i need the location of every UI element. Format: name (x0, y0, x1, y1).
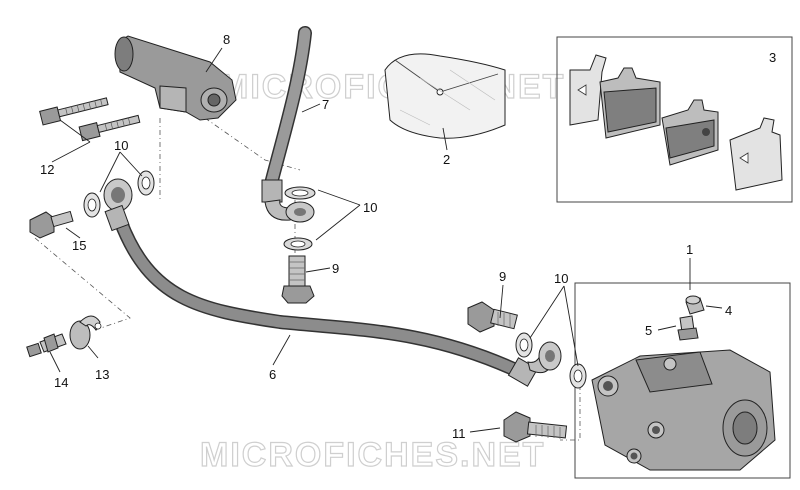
callout-12: 12 (40, 162, 54, 177)
pad-kit-box (556, 36, 793, 203)
callout-7: 7 (322, 97, 329, 112)
part-9-banjo-bolt-upper (281, 255, 315, 304)
callout-10-upper: 10 (363, 200, 377, 215)
part-2-protective-bag (384, 53, 506, 139)
callout-15: 15 (72, 238, 86, 253)
callout-14: 14 (54, 375, 68, 390)
part-10-washers-right (515, 332, 587, 389)
part-8-brake-distributor (114, 35, 237, 121)
part-12-bolts (39, 97, 141, 142)
callout-2: 2 (443, 152, 450, 167)
callout-10-right: 10 (554, 271, 568, 286)
part-6-main-brake-hose (103, 178, 562, 387)
callout-9-upper: 9 (332, 261, 339, 276)
callout-labels: 1 2 3 4 5 6 7 8 9 9 10 10 10 11 12 13 14… (40, 32, 776, 441)
callout-5: 5 (645, 323, 652, 338)
part-14-bleed-screw (26, 333, 67, 358)
callout-3: 3 (769, 50, 776, 65)
callout-6: 6 (269, 367, 276, 382)
callout-4: 4 (725, 303, 732, 318)
alignment-lines (34, 117, 581, 441)
part-10-washers-upper (283, 186, 316, 251)
callout-8: 8 (223, 32, 230, 47)
callout-1: 1 (686, 242, 693, 257)
part-1-brake-caliper (591, 349, 776, 471)
callout-9-right: 9 (499, 269, 506, 284)
callout-11: 11 (452, 426, 466, 441)
part-9-banjo-bolt-right (467, 301, 518, 333)
watermark-bottom: MICROFICHES.NET (200, 436, 545, 474)
part-15-fitting (29, 210, 74, 239)
part-13-bleed-cap (69, 315, 102, 350)
part-11-caliper-bolt (503, 411, 568, 443)
leader-lines (49, 47, 723, 433)
part-7-upper-brake-hose (261, 26, 315, 223)
part-5-bleeder-screw (677, 315, 699, 341)
part-3-brake-pad-kit (569, 54, 783, 191)
callout-10-left: 10 (114, 138, 128, 153)
callout-13: 13 (95, 367, 109, 382)
part-10-washers-left (83, 170, 155, 218)
part-4-bleeder-cap (685, 295, 705, 315)
